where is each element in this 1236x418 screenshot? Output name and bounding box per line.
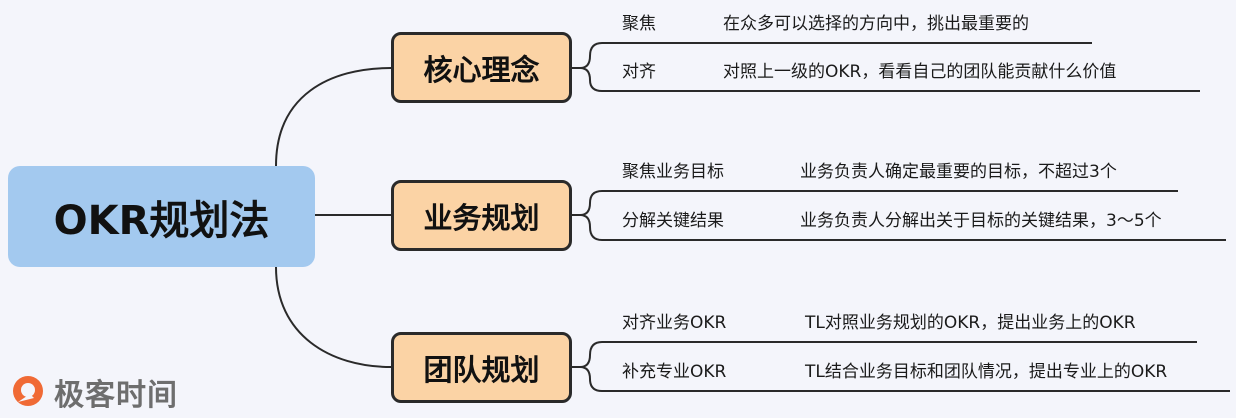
leaf-key-supplement-professional-okr: 补充专业OKR <box>622 362 727 382</box>
root-node-label: OKR规划法 <box>53 197 270 244</box>
leaf-desc-supplement-professional-okr: TL结合业务目标和团队情况，提出专业上的OKR <box>805 362 1168 382</box>
connector-root-to-branch-3 <box>275 266 392 368</box>
branch-node-team-planning: 团队规划 <box>391 332 572 403</box>
connector-branch-2-to-leaf-1 <box>572 190 1178 216</box>
connector-root-to-branch-1 <box>275 67 392 167</box>
geektime-logo-text: 极客时间 <box>54 378 178 413</box>
leaf-key-decompose-key-results: 分解关键结果 <box>622 211 724 231</box>
branch-node-core-concept: 核心理念 <box>391 32 572 103</box>
geektime-logo-icon <box>13 376 43 406</box>
branch-node-label: 核心理念 <box>423 52 540 87</box>
leaf-desc-align-business-okr: TL对照业务规划的OKR，提出业务上的OKR <box>805 313 1136 333</box>
connector-branch-2-to-leaf-2 <box>572 214 1226 241</box>
leaf-desc-align: 对照上一级的OKR，看看自己的团队能贡献什么价值 <box>723 62 1117 82</box>
leaf-key-align-business-okr: 对齐业务OKR <box>622 313 727 333</box>
branch-node-label: 团队规划 <box>423 352 540 387</box>
leaf-desc-focus: 在众多可以选择的方向中，挑出最重要的 <box>723 14 1029 34</box>
connector-branch-3-to-leaf-2 <box>572 366 1230 392</box>
leaf-desc-decompose-key-results: 业务负责人分解出关于目标的关键结果，3～5个 <box>800 211 1162 231</box>
leaf-key-align: 对齐 <box>622 62 656 82</box>
branch-node-business-planning: 业务规划 <box>391 180 572 251</box>
leaf-key-focus-business-goals: 聚焦业务目标 <box>622 162 724 182</box>
leaf-key-focus: 聚焦 <box>622 14 656 34</box>
connector-branch-1-to-leaf-2 <box>572 67 1200 92</box>
connector-branch-3-to-leaf-1 <box>572 341 1197 368</box>
root-node: OKR规划法 <box>8 166 315 267</box>
geektime-logo: 极客时间 <box>8 370 178 414</box>
connector-branch-1-to-leaf-1 <box>572 42 1092 69</box>
leaf-desc-focus-business-goals: 业务负责人确定最重要的目标，不超过3个 <box>800 162 1117 182</box>
branch-node-label: 业务规划 <box>423 200 540 235</box>
